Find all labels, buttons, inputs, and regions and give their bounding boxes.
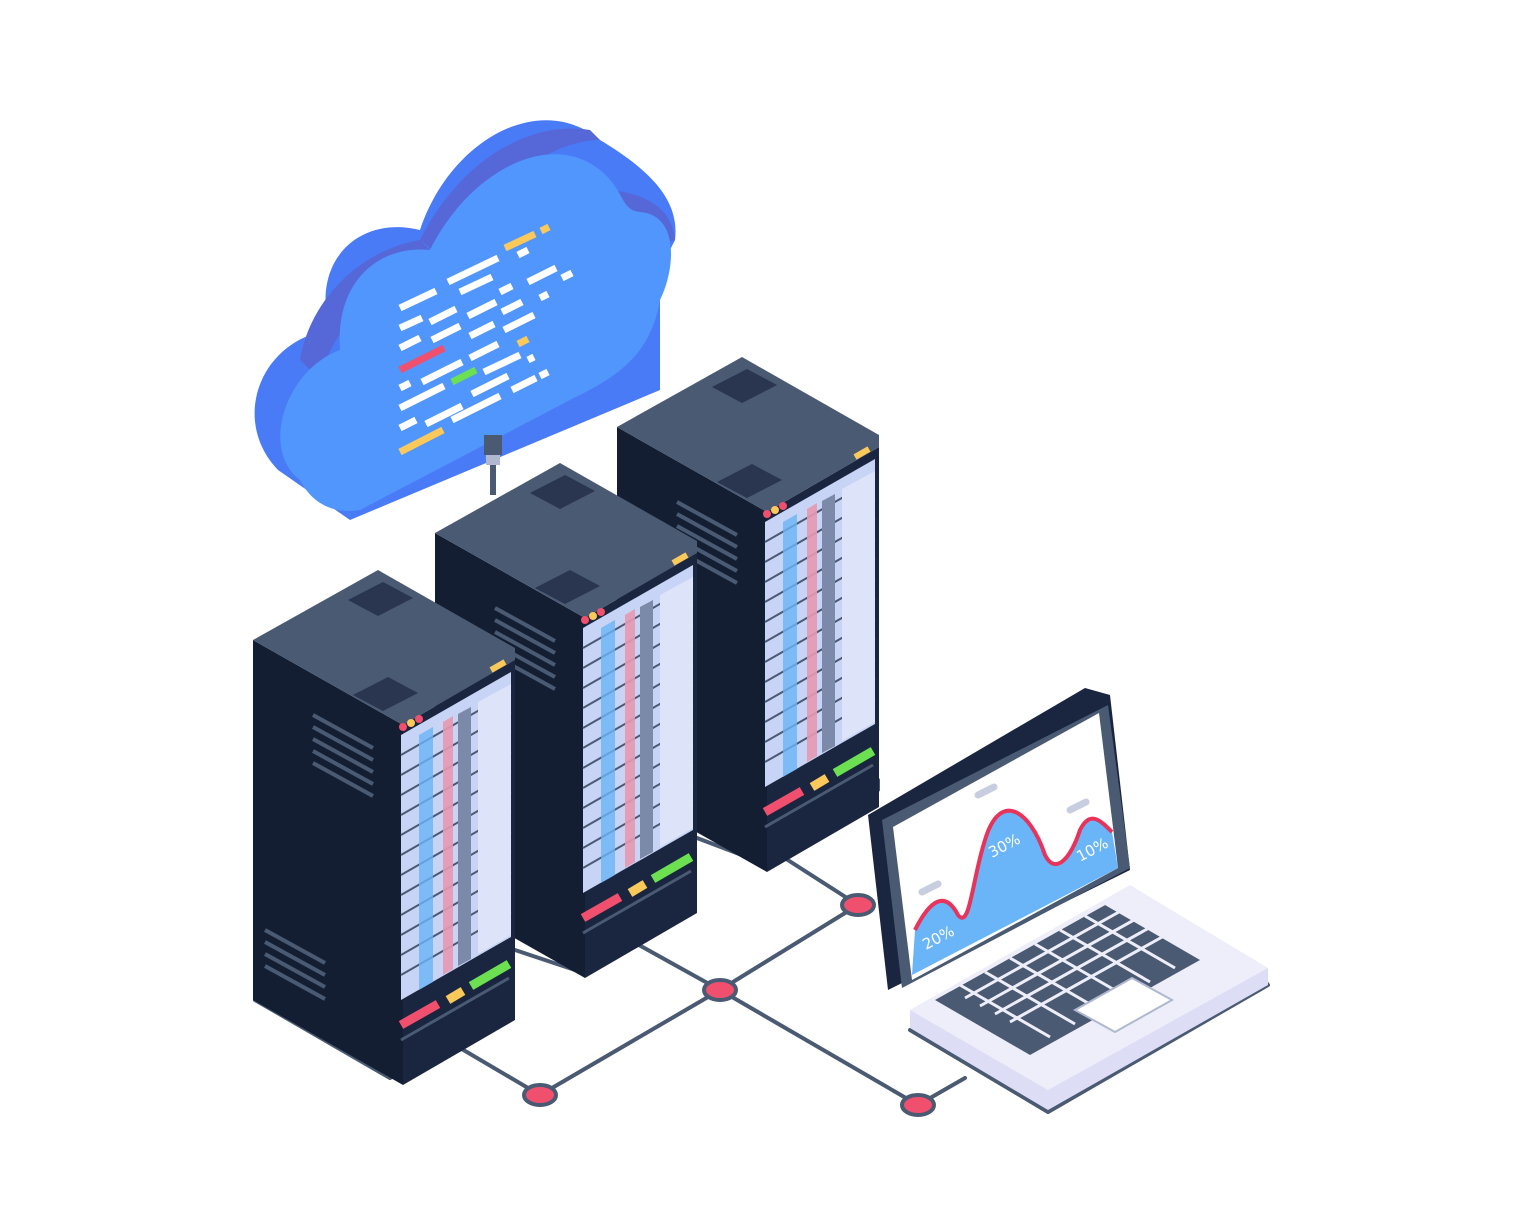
node-icon xyxy=(522,1083,558,1107)
laptop-icon: 20% 30% 10% xyxy=(868,688,1268,1110)
server-rack-1 xyxy=(253,570,515,1085)
cloud-icon xyxy=(254,120,676,520)
node-icon xyxy=(900,1093,936,1117)
node-icon xyxy=(840,893,876,917)
code-lines xyxy=(398,223,574,456)
network-nodes xyxy=(522,893,936,1117)
node-icon xyxy=(702,978,738,1002)
